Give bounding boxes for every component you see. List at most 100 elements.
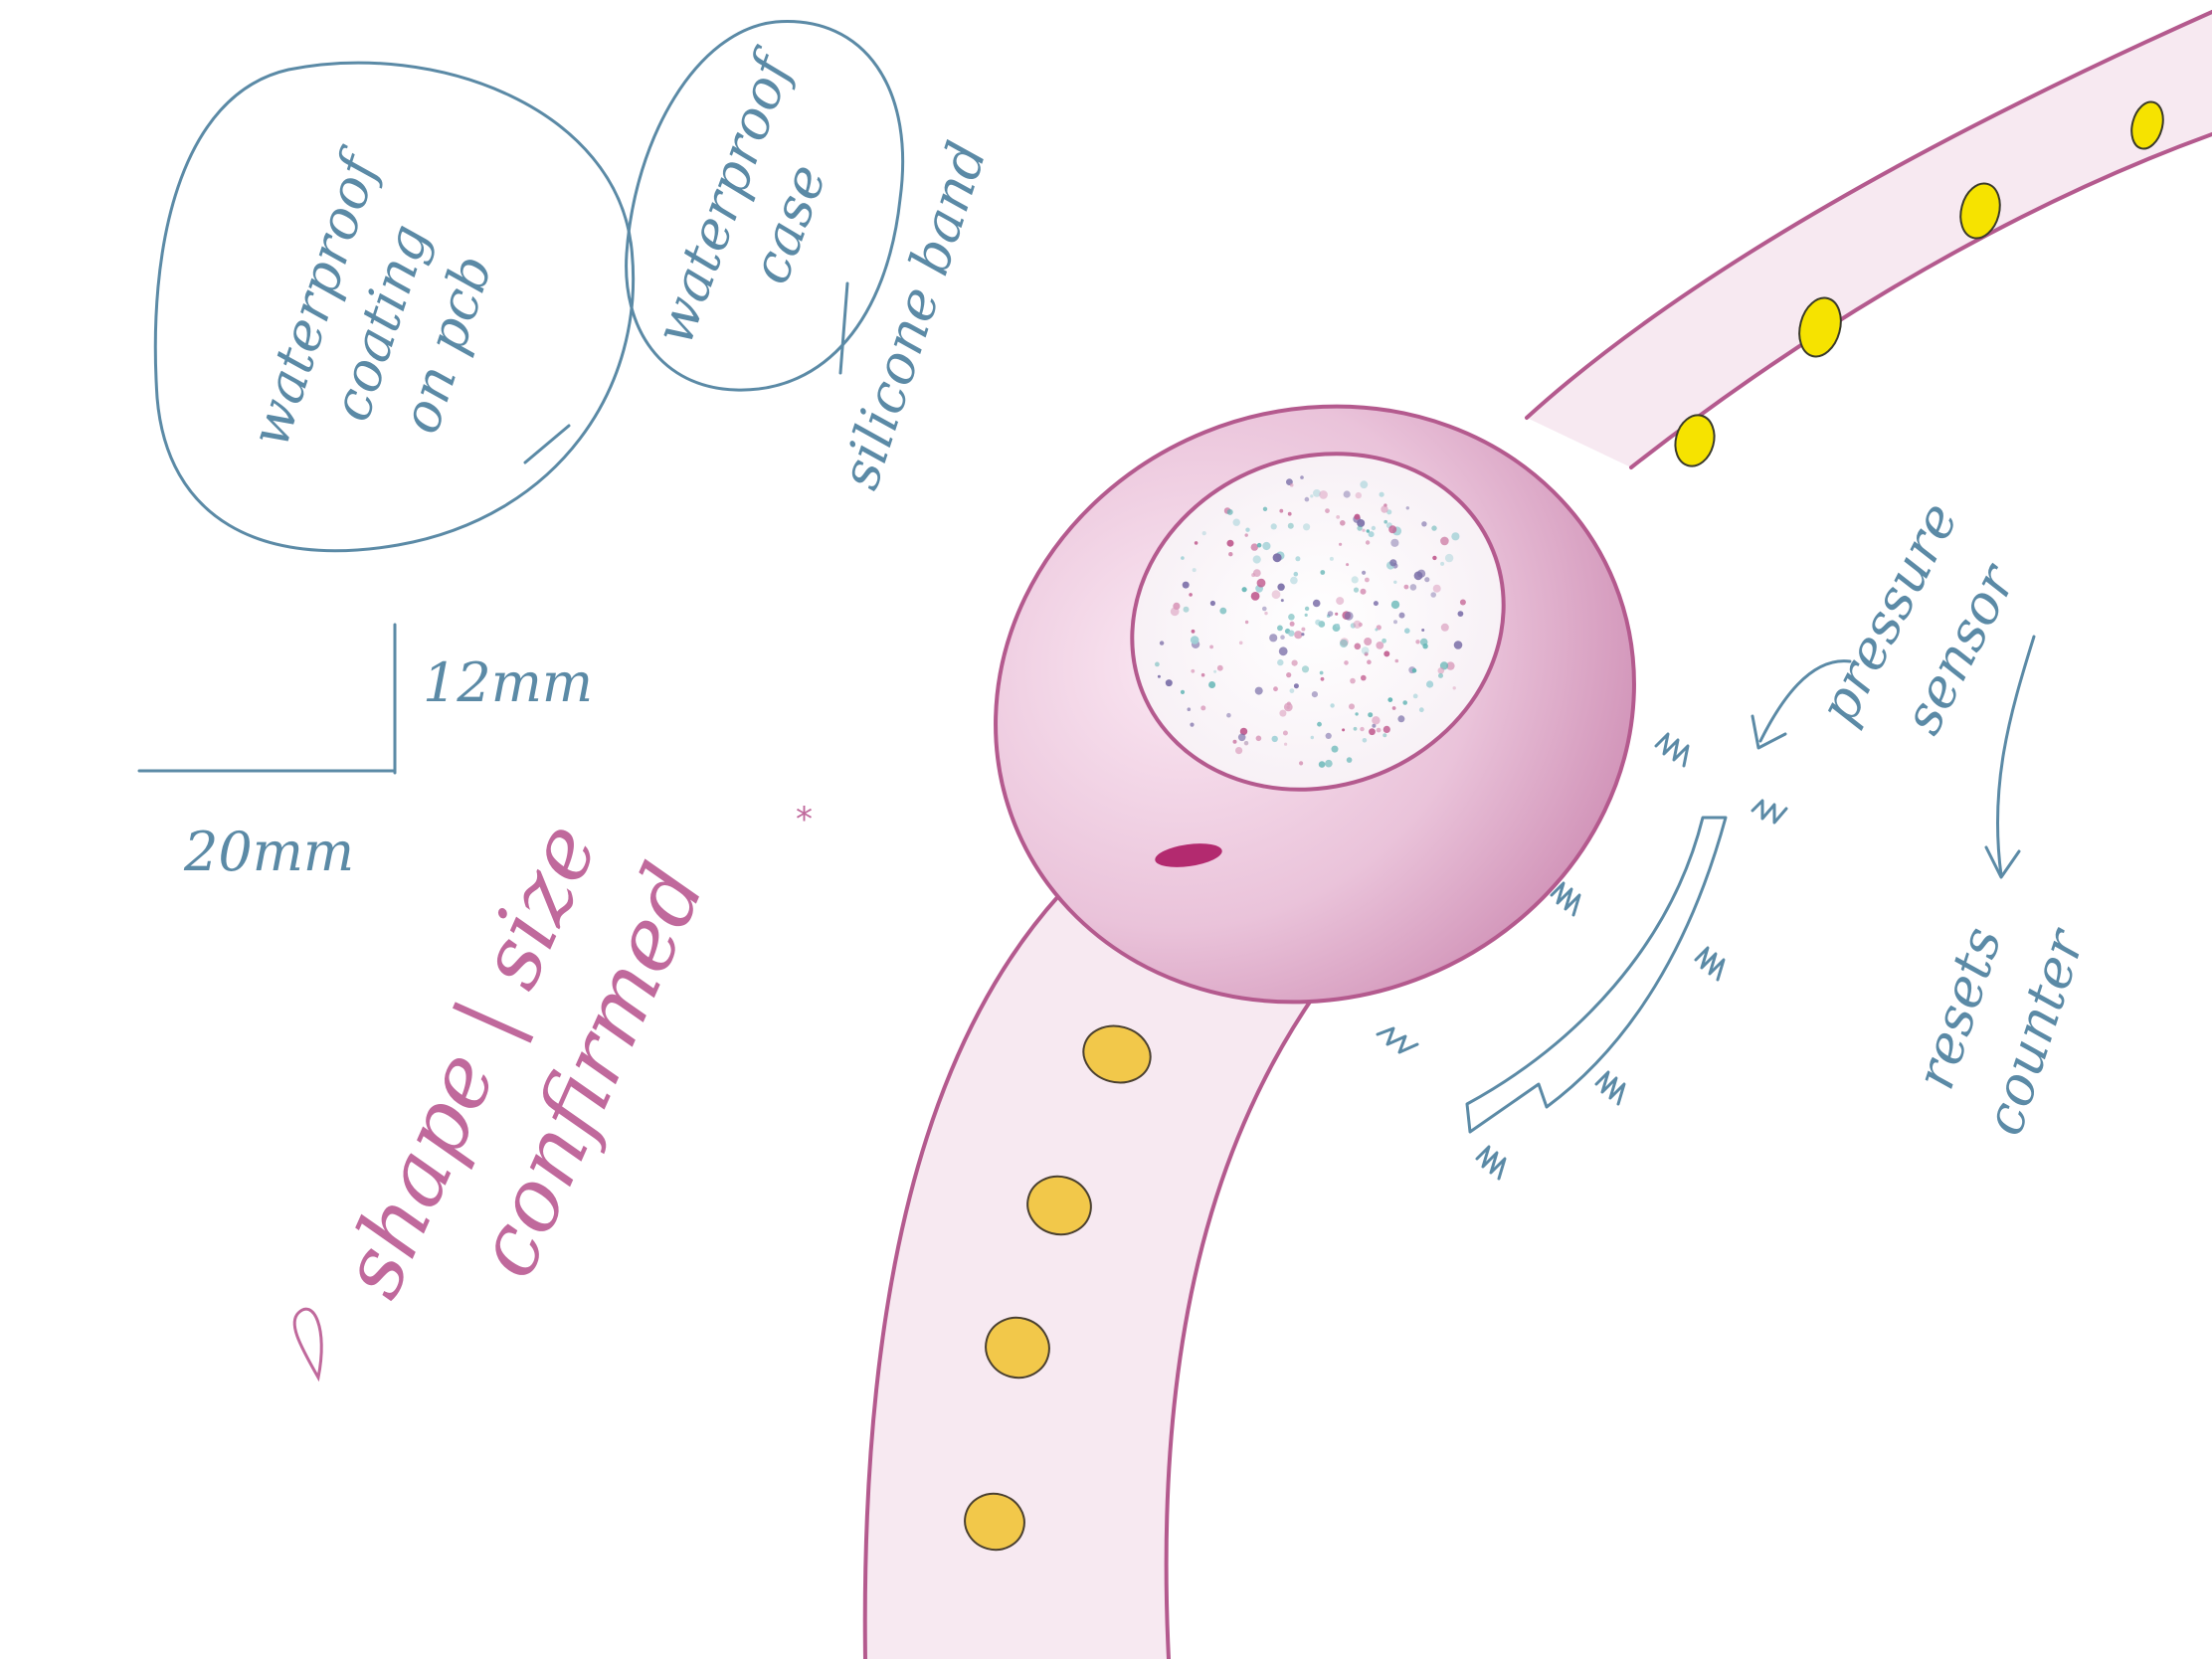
speckle-dot xyxy=(1383,519,1387,524)
speckle-dot xyxy=(1386,509,1392,515)
speckle-dot xyxy=(1451,532,1460,541)
speckle-dot xyxy=(1376,642,1384,649)
speckle-dot xyxy=(1304,606,1310,612)
sensor-arrow xyxy=(1758,659,1852,743)
speckle-dot xyxy=(1342,728,1346,732)
speckle-dot xyxy=(1289,688,1295,693)
speckle-dot xyxy=(1312,599,1321,608)
speckle-dot xyxy=(1295,556,1301,562)
speckle-dot xyxy=(1402,700,1407,705)
speckle-dot xyxy=(1361,674,1367,681)
speckle-dot xyxy=(1437,667,1445,674)
speckle-dot xyxy=(1284,742,1288,746)
speckle-dot xyxy=(1344,660,1349,665)
speckle-dot xyxy=(1453,641,1463,649)
speckle-dot xyxy=(1280,635,1285,640)
speckle-dot xyxy=(1291,659,1298,666)
speckle-dot xyxy=(1287,522,1294,529)
press-arrow xyxy=(1465,816,1728,1134)
speckle-dot xyxy=(1264,611,1268,616)
speckle-dot xyxy=(1318,761,1326,768)
speckle-dot xyxy=(1353,587,1360,593)
speckle-dot xyxy=(1405,506,1410,510)
status-led xyxy=(1155,843,1222,867)
speckle-dot xyxy=(1273,686,1278,692)
speckle-dot xyxy=(1376,727,1382,733)
speckle-dot xyxy=(1340,520,1346,526)
speckle-dot xyxy=(1344,611,1354,621)
speckle-dot xyxy=(1288,630,1295,637)
band-upper-edge-top xyxy=(1525,10,2212,420)
speckle-dot xyxy=(1360,588,1367,595)
speckle-dot xyxy=(1379,491,1384,497)
speckle-dot xyxy=(1181,556,1185,560)
led-dot xyxy=(1674,414,1716,467)
band-upper xyxy=(1527,12,2212,467)
speckle-dot xyxy=(1351,576,1359,584)
speckle-dot xyxy=(1336,515,1341,519)
speckle-dot xyxy=(1250,543,1259,551)
speckle-dot xyxy=(1388,525,1397,534)
speckle-dot xyxy=(1440,536,1449,546)
speckle-dot xyxy=(1440,623,1449,632)
speckle-dot xyxy=(1389,559,1397,567)
silicone-band xyxy=(862,10,2212,1659)
speckle-dot xyxy=(1372,716,1381,725)
speckle-dot xyxy=(1331,745,1339,753)
speckle-dot xyxy=(1200,672,1205,677)
speckle-dot xyxy=(1360,480,1369,489)
speckle-dot xyxy=(1354,513,1361,520)
speckle-dot xyxy=(1299,761,1304,766)
speckle-dot xyxy=(1182,581,1190,589)
speckle-dot xyxy=(1382,638,1386,644)
speckle-dot xyxy=(1339,542,1343,546)
speckle-dot xyxy=(1232,739,1237,744)
speckle-dot xyxy=(1209,600,1215,607)
speckle-dot xyxy=(1413,571,1423,581)
speckle-dot xyxy=(1339,639,1349,648)
speckle-dot xyxy=(1375,628,1379,632)
speckle-dot xyxy=(1310,735,1315,740)
led-dot xyxy=(964,1492,1025,1552)
speckle-dot xyxy=(1301,633,1305,637)
speckle-dot xyxy=(1446,661,1455,670)
speckle-dot xyxy=(1157,674,1161,678)
speckle-dot xyxy=(1393,580,1397,584)
speckle-dot xyxy=(1372,723,1377,728)
speckle-dot xyxy=(1353,620,1362,630)
speckle-dot xyxy=(1289,482,1294,487)
speckle-dot xyxy=(1238,641,1243,645)
speckle-dot xyxy=(1279,709,1287,717)
band-leds-upper xyxy=(1674,100,2164,467)
speckle-dot xyxy=(1262,541,1271,551)
speckle-dot xyxy=(1270,523,1277,530)
speckle-dot xyxy=(1278,646,1288,656)
speckle-dot xyxy=(1243,741,1249,746)
speckle-dot xyxy=(1412,693,1418,699)
speckle-dot xyxy=(1200,705,1206,711)
speckle-dot xyxy=(1192,568,1197,573)
case-callout: waterproof case xyxy=(625,20,905,392)
coating-bubble xyxy=(153,61,636,553)
speckle-dot xyxy=(1419,638,1428,646)
case-bubble xyxy=(625,20,905,392)
speckle-dot xyxy=(1244,533,1248,537)
speckle-dot xyxy=(1287,511,1292,516)
coating-leader xyxy=(523,424,571,464)
speckle-dot xyxy=(1315,619,1321,626)
speckle-dot xyxy=(1191,629,1196,634)
speckle-dot xyxy=(1362,570,1367,575)
speckle-dot xyxy=(1459,599,1466,606)
speckle-dot xyxy=(1383,650,1390,657)
speckle-dot xyxy=(1373,601,1379,607)
speckle-dot xyxy=(1245,527,1250,532)
speckle-dot xyxy=(1256,542,1262,548)
speckle-dot xyxy=(1415,640,1420,645)
speckle-dot xyxy=(1269,634,1278,643)
speckle-dot xyxy=(1382,725,1390,734)
speckle-dot xyxy=(1368,712,1374,718)
speckle-dot xyxy=(1235,747,1243,755)
led-dot xyxy=(1026,1175,1092,1236)
speckle-dot xyxy=(1319,670,1324,675)
